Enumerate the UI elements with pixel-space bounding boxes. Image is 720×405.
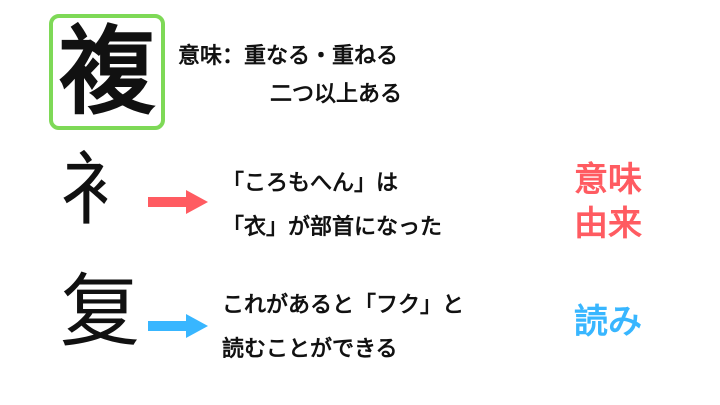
phonetic-desc-line-2: 読むことができる — [222, 337, 398, 362]
tag-origin: 由来 — [574, 204, 642, 244]
meaning-line-1: 意味：重なる・重ねる — [178, 44, 399, 69]
meaning-line-2: 二つ以上ある — [270, 82, 403, 107]
tag-meaning: 意味 — [574, 160, 642, 200]
radical-glyph: 衤 — [60, 143, 140, 236]
radical-description: 「ころもへん」は 「衣」が部首になった — [222, 162, 442, 250]
red-arrow-icon — [148, 190, 208, 214]
blue-arrow-icon — [148, 314, 208, 338]
radical-desc-line-2: 「衣」が部首になった — [222, 215, 443, 240]
phonetic-desc-line-1: これがあると「フク」と — [222, 293, 465, 318]
meaning-origin-tag: 意味 由来 — [560, 158, 656, 246]
phonetic-glyph: 复 — [60, 265, 140, 358]
radical-desc-line-1: 「ころもへん」は — [222, 171, 399, 196]
reading-tag: 読み — [574, 302, 642, 342]
main-kanji: 複 — [59, 16, 155, 128]
meaning-block: 意味：重なる・重ねる 二つ以上ある — [178, 38, 402, 114]
kanji-frame: 複 — [49, 14, 165, 130]
phonetic-description: これがあると「フク」と 読むことができる — [222, 284, 464, 372]
